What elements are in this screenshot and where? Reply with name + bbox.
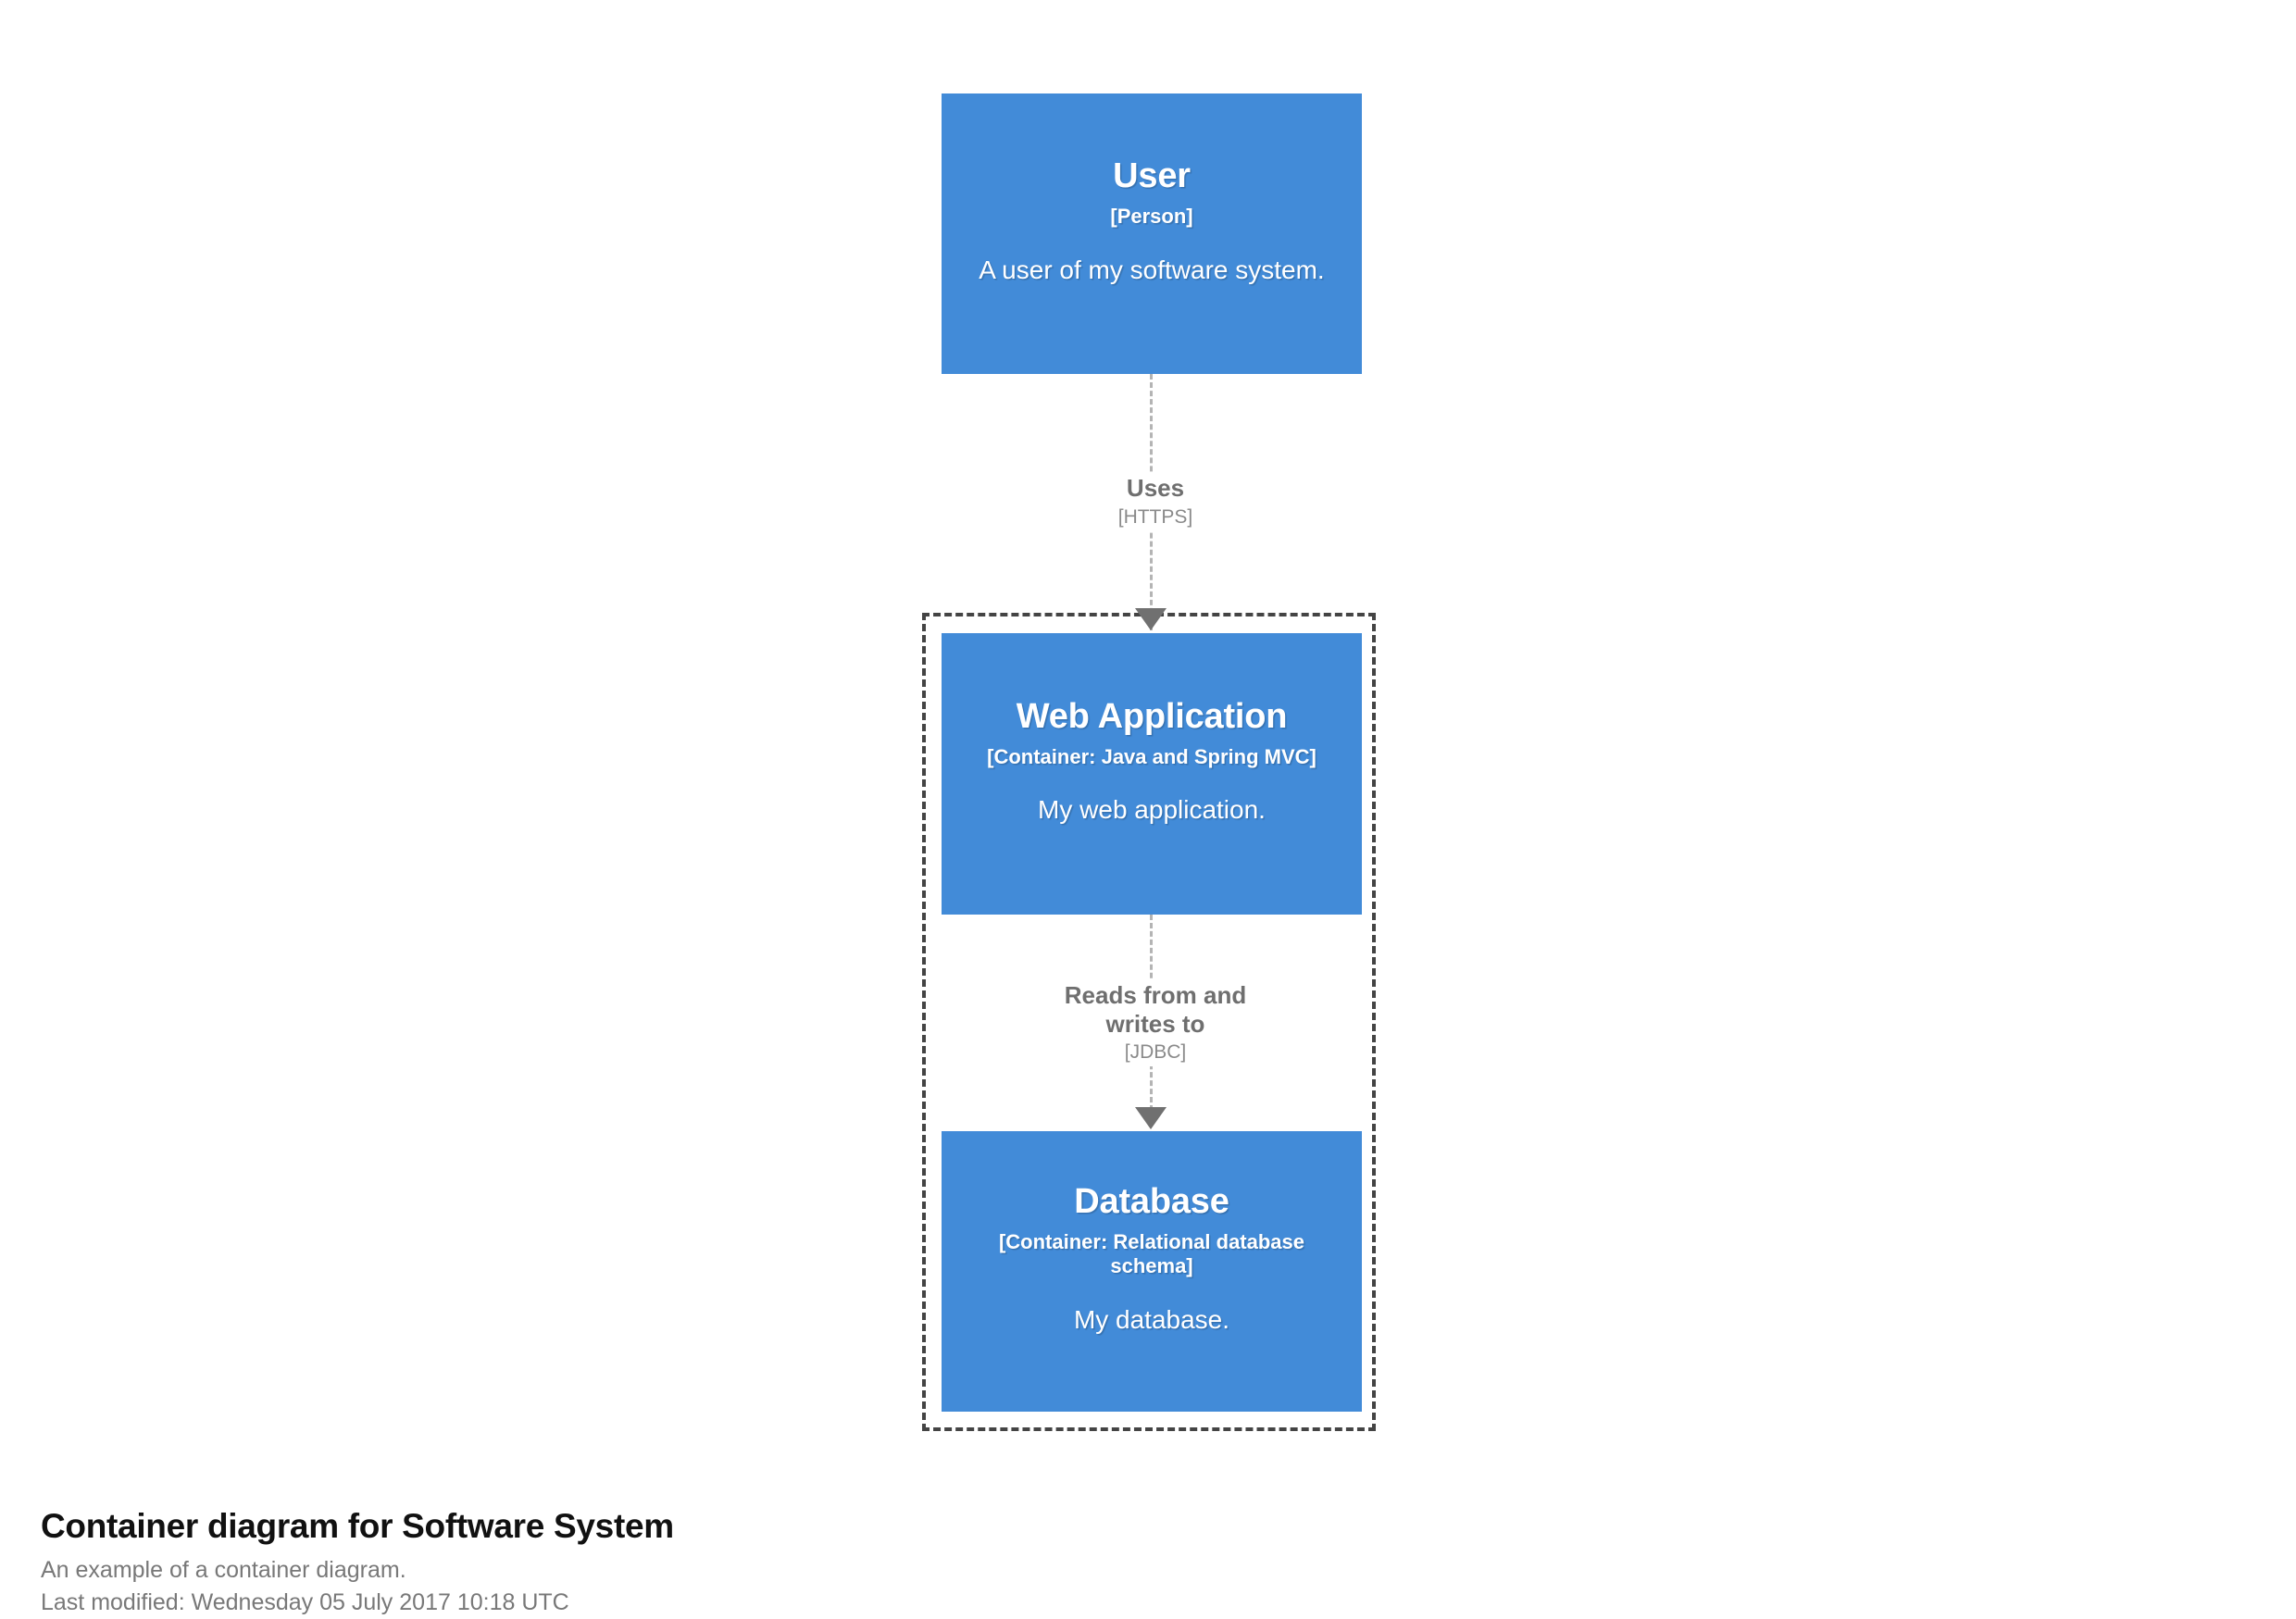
node-database-type: [Container: Relational database schema] — [998, 1230, 1305, 1278]
node-database-content: Database [Container: Relational database… — [966, 1182, 1338, 1336]
node-web-application-description: My web application. — [1038, 795, 1266, 825]
node-web-application-name: Web Application — [1016, 696, 1288, 736]
node-web-application-content: Web Application [Container: Java and Spr… — [966, 696, 1338, 826]
relationship-reads-writes-label: Reads from and writes to [JDBC] — [1029, 979, 1281, 1066]
relationship-reads-writes-technology: [JDBC] — [1124, 1041, 1187, 1064]
relationship-reads-writes-arrowhead — [1135, 1107, 1167, 1129]
relationship-uses-label: Uses [HTTPS] — [1048, 472, 1263, 530]
relationship-uses-description: Uses — [1126, 474, 1185, 502]
node-user-type: [Person] — [1110, 205, 1193, 229]
diagram-title: Container diagram for Software System — [41, 1507, 674, 1545]
node-database-name: Database — [1074, 1182, 1229, 1222]
node-user-content: User [Person] A user of my software syst… — [966, 157, 1338, 285]
relationship-uses-technology: [HTTPS] — [1117, 505, 1193, 528]
node-database-description: My database. — [1073, 1304, 1230, 1334]
diagram-description: An example of a container diagram. — [41, 1556, 406, 1583]
node-database[interactable]: Database [Container: Relational database… — [942, 1131, 1362, 1412]
relationship-reads-writes-description: Reads from and writes to — [1064, 981, 1247, 1038]
node-user-description: A user of my software system. — [979, 255, 1325, 284]
diagram-caption: Container diagram for Software System An… — [41, 1507, 1337, 1619]
diagram-last-modified: Last modified: Wednesday 05 July 2017 10… — [41, 1589, 569, 1616]
relationship-uses-arrowhead — [1135, 608, 1167, 630]
node-web-application[interactable]: Web Application [Container: Java and Spr… — [942, 633, 1362, 915]
node-user[interactable]: User [Person] A user of my software syst… — [942, 93, 1362, 374]
node-web-application-type: [Container: Java and Spring MVC] — [987, 744, 1316, 768]
node-user-name: User — [1113, 156, 1191, 196]
